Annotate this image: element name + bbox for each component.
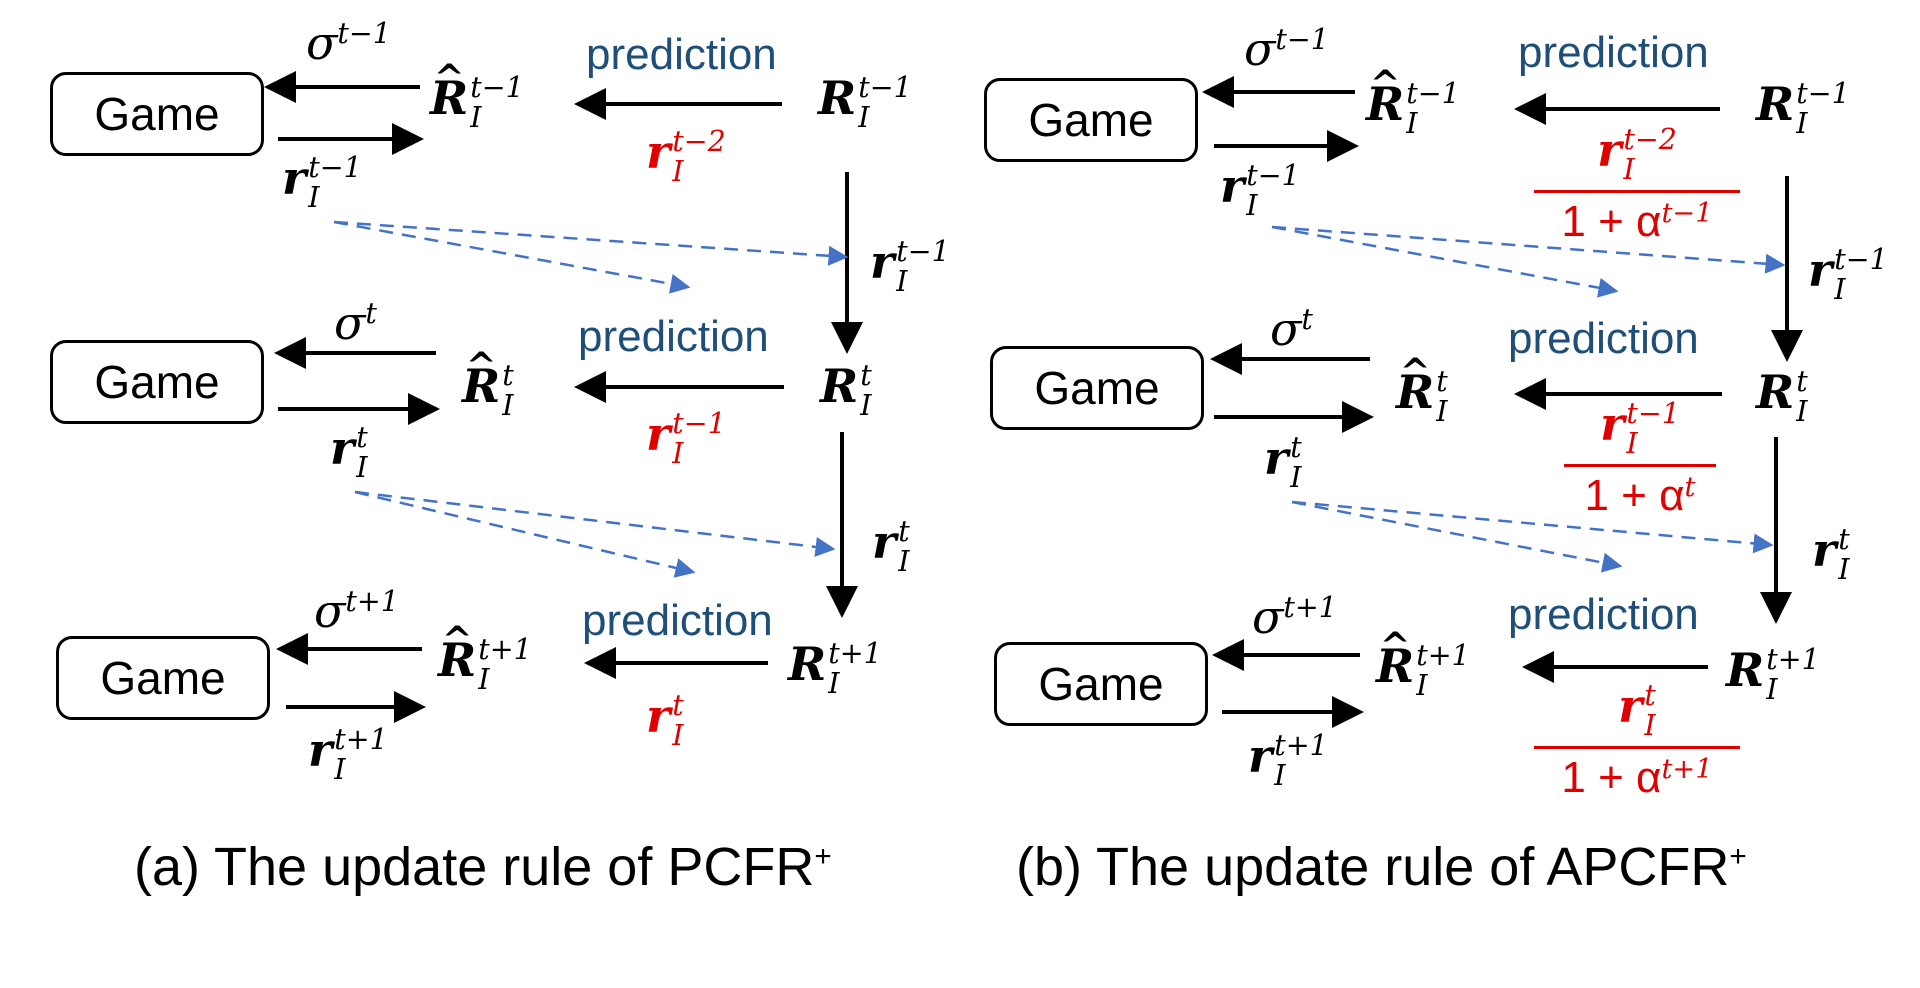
- prediction-label-a3: prediction: [582, 596, 773, 645]
- dash-b1-mid: [1271, 225, 1619, 298]
- game-box-b1: Game: [984, 78, 1198, 162]
- prediction-label-a1: prediction: [586, 30, 777, 79]
- game-box-a3: Game: [56, 636, 270, 720]
- sigma-b3: σt+1: [1252, 590, 1337, 644]
- dash-b2-mid: [1291, 500, 1623, 573]
- sigma-a3: σt+1: [314, 584, 399, 638]
- caption-a: (a) The update rule of PCFR+: [134, 837, 832, 897]
- dash-a2-right: [354, 490, 836, 557]
- prediction-label-b1: prediction: [1518, 28, 1709, 77]
- prediction-label-b2: prediction: [1508, 314, 1699, 363]
- sigma-b2: σt: [1270, 302, 1313, 356]
- dash-a1-mid: [333, 220, 691, 294]
- prediction-label-a2: prediction: [578, 312, 769, 361]
- caption-b: (b) The update rule of APCFR+: [1016, 837, 1747, 897]
- game-box-b2: Game: [990, 346, 1204, 430]
- prediction-label-b3: prediction: [1508, 590, 1699, 639]
- sigma-a1: σt−1: [306, 16, 391, 70]
- sigma-a2: σt: [334, 296, 377, 350]
- game-box-a1: Game: [50, 72, 264, 156]
- dash-b2-right: [1291, 500, 1774, 554]
- dash-a1-right: [333, 220, 849, 266]
- dash-a2-mid: [354, 490, 696, 578]
- sigma-b1: σt−1: [1244, 22, 1329, 76]
- dash-b1-right: [1271, 225, 1786, 274]
- game-box-a2: Game: [50, 340, 264, 424]
- game-box-b3: Game: [994, 642, 1208, 726]
